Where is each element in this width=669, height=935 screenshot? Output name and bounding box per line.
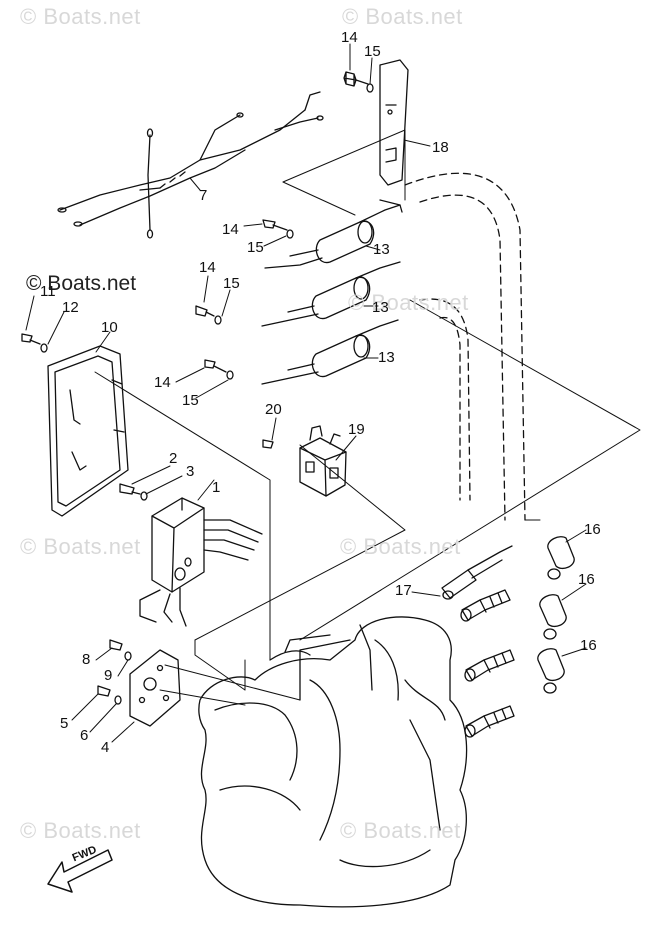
cdi-unit-1 (139, 497, 263, 627)
callout-17[interactable]: 17 (395, 582, 412, 599)
callout-20[interactable]: 20 (265, 401, 282, 418)
callout-13[interactable]: 13 (372, 299, 389, 316)
wire-harness-7 (57, 91, 324, 239)
pulser-plate-4 (129, 649, 181, 727)
callout-2[interactable]: 2 (169, 450, 178, 467)
callout-5[interactable]: 5 (60, 715, 69, 732)
callout-8[interactable]: 8 (82, 651, 91, 668)
callout-12[interactable]: 12 (62, 299, 79, 316)
callout-4[interactable]: 4 (101, 739, 110, 756)
callout-7[interactable]: 7 (199, 187, 208, 204)
relay-19 (299, 425, 347, 497)
screws-and-washers (21, 71, 374, 705)
callout-15[interactable]: 15 (247, 239, 264, 256)
callout-15[interactable]: 15 (364, 43, 381, 60)
callout-15[interactable]: 15 (182, 392, 199, 409)
fuel-hose-outline (404, 172, 526, 521)
engine-block (198, 616, 468, 908)
callout-1[interactable]: 1 (212, 479, 221, 496)
callout-3[interactable]: 3 (186, 463, 195, 480)
watermark: © Boats.net (340, 534, 461, 559)
callout-14[interactable]: 14 (154, 374, 171, 391)
watermark-featured: © Boats.net (26, 272, 137, 295)
watermark: © Boats.net (348, 290, 469, 315)
callout-14[interactable]: 14 (199, 259, 216, 276)
watermark: © Boats.net (342, 4, 463, 29)
cover-10 (47, 345, 129, 517)
spark-plug-caps-16 (537, 536, 575, 694)
callout-11[interactable]: 11 (40, 283, 56, 300)
callout-6[interactable]: 6 (80, 727, 89, 744)
callout-13[interactable]: 13 (378, 349, 395, 366)
callout-18[interactable]: 18 (432, 139, 449, 156)
callout-16[interactable]: 16 (584, 521, 601, 538)
bracket-18 (379, 59, 409, 186)
callout-9[interactable]: 9 (104, 667, 113, 684)
watermark: © Boats.net (340, 818, 461, 843)
watermark: © Boats.net (20, 534, 141, 559)
spark-plugs (460, 589, 515, 738)
callout-13[interactable]: 13 (373, 241, 390, 258)
callout-14[interactable]: 14 (222, 221, 239, 238)
callout-10[interactable]: 10 (101, 319, 118, 336)
fwd-arrow-icon (47, 849, 113, 893)
reference-lines (94, 129, 641, 706)
callout-14[interactable]: 14 (341, 29, 358, 46)
callout-15[interactable]: 15 (223, 275, 240, 292)
watermark: © Boats.net (20, 4, 141, 29)
callout-16[interactable]: 16 (580, 637, 597, 654)
callout-leaders (25, 43, 587, 743)
sensor-17 (441, 545, 513, 600)
callout-19[interactable]: 19 (348, 421, 365, 438)
callout-16[interactable]: 16 (578, 571, 595, 588)
watermark: © Boats.net (20, 818, 141, 843)
